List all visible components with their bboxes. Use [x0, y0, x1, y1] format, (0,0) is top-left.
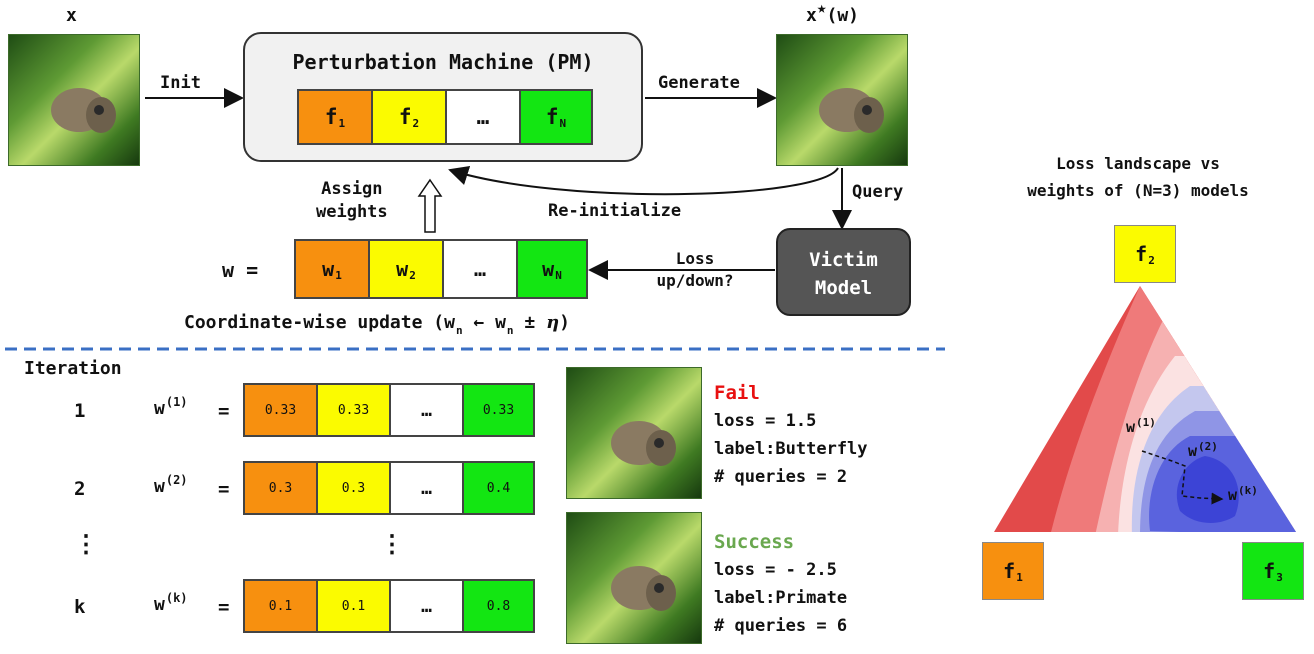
- butterfly-icon: [611, 421, 676, 466]
- landscape-point-wk: w(k): [1228, 484, 1258, 504]
- iteration-number: k: [74, 596, 86, 618]
- iteration-weight-cell: 0.1: [318, 581, 391, 631]
- input-image-label: x: [66, 5, 77, 26]
- iteration-weight-cell: …: [391, 581, 464, 631]
- butterfly-icon: [611, 566, 676, 611]
- status-success: Success: [714, 531, 795, 553]
- weight-cell-ellipsis: …: [444, 241, 518, 297]
- iteration-weight-cell: 0.4: [464, 463, 533, 513]
- iteration-weight-cell: 0.33: [245, 385, 318, 435]
- iteration-weight-row: 0.3 0.3 … 0.4: [243, 461, 535, 515]
- result-queries: # queries = 6: [714, 616, 848, 636]
- vertical-ellipsis: ⋮: [74, 530, 98, 558]
- weights-eq-label: w =: [222, 258, 259, 282]
- result-loss: loss = - 2.5: [714, 560, 837, 580]
- reinitialize-arrow: [448, 165, 839, 196]
- iteration-weight-cell: 0.3: [318, 463, 391, 513]
- iteration-weight-row: 0.33 0.33 … 0.33: [243, 383, 535, 437]
- generate-label: Generate: [658, 73, 740, 93]
- result-success-block: Success loss = - 2.5 label:Primate # que…: [714, 528, 847, 640]
- assign-weights-arrow: [417, 178, 443, 233]
- butterfly-icon: [819, 88, 884, 133]
- reinitialize-label: Re-initialize: [548, 201, 682, 221]
- result-label: label:Primate: [714, 588, 848, 608]
- iteration-weight-label: w(1): [154, 395, 188, 419]
- iteration-weight-cell: …: [391, 463, 464, 513]
- adversarial-image-label: x★(w): [806, 0, 859, 26]
- iteration-weight-label: w(k): [154, 591, 188, 615]
- landscape-point-w1: w(1): [1126, 416, 1156, 436]
- iteration-eq: =: [218, 400, 230, 422]
- iteration-eq: =: [218, 596, 230, 618]
- vertical-ellipsis: ⋮: [380, 530, 404, 558]
- iteration-weight-label: w(2): [154, 473, 188, 497]
- status-fail: Fail: [714, 382, 760, 404]
- result-loss: loss = 1.5: [714, 411, 817, 431]
- result-label: label:Butterfly: [714, 439, 868, 459]
- iteration-weight-row: 0.1 0.1 … 0.8: [243, 579, 535, 633]
- iteration-eq: =: [218, 478, 230, 500]
- pm-title: Perturbation Machine (PM): [292, 50, 594, 74]
- butterfly-icon: [51, 88, 116, 133]
- pm-cell-ellipsis: …: [447, 91, 521, 143]
- iteration-weight-cell: 0.3: [245, 463, 318, 513]
- query-label: Query: [852, 182, 904, 202]
- iteration-number: 1: [74, 400, 86, 422]
- iteration-heading: Iteration: [24, 358, 122, 379]
- result-image-fail: [566, 367, 702, 499]
- iteration-weight-cell: 0.33: [464, 385, 533, 435]
- iteration-weight-cell: 0.1: [245, 581, 318, 631]
- input-image: [8, 34, 140, 166]
- coordinate-update-label: Coordinate-wise update (wn ← wn ± η): [184, 312, 570, 337]
- result-image-success: [566, 512, 702, 644]
- star-icon: ★: [816, 0, 827, 17]
- iteration-weight-cell: 0.33: [318, 385, 391, 435]
- iteration-weight-cell: 0.8: [464, 581, 533, 631]
- adversarial-image: [776, 34, 908, 166]
- loss-landscape-triangle: [994, 286, 1296, 532]
- iteration-weight-cell: …: [391, 385, 464, 435]
- result-queries: # queries = 2: [714, 467, 848, 487]
- iteration-number: 2: [74, 478, 86, 500]
- landscape-point-w2: w(2): [1188, 440, 1218, 460]
- result-fail-block: Fail loss = 1.5 label:Butterfly # querie…: [714, 379, 868, 491]
- init-label: Init: [160, 73, 201, 93]
